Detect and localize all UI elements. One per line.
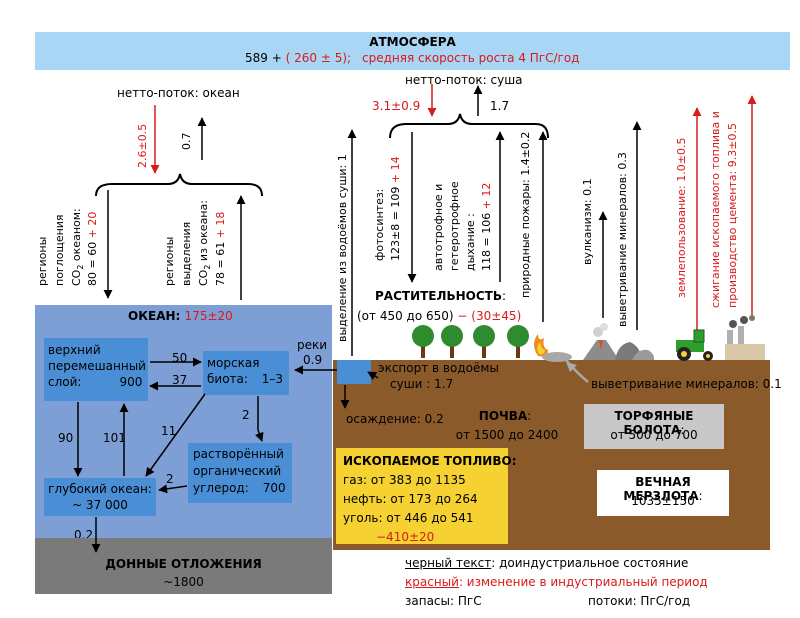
peat-title: ТОРФЯНЫЕ БОЛОТА: <box>614 409 694 437</box>
land-net-down: 3.1±0.9 <box>372 99 421 113</box>
tree-icon <box>412 325 434 358</box>
permafrost-box <box>597 470 729 516</box>
land-brace <box>389 113 549 139</box>
fossil-coal: уголь: от 446 до 541 <box>343 511 474 525</box>
flux-90: 90 <box>58 431 74 445</box>
export-label: экспорт в водоёмы суши : 1.7 <box>378 361 499 391</box>
flux-37: 37 <box>172 373 188 387</box>
tree-icon <box>441 325 463 358</box>
fossil-title: ИСКОПАЕМОЕ ТОПЛИВО: <box>343 454 517 468</box>
rivers-value: 0.9 <box>303 353 323 367</box>
atmosphere-stock: 589 + <box>245 51 282 65</box>
biota-to-doc <box>255 396 264 442</box>
vegetation-stock: (от 450 до 650) − (30±45) <box>357 309 522 323</box>
permafrost-title: ВЕЧНАЯ МЕРЗЛОТА: <box>623 475 703 503</box>
volcano-icon <box>583 323 619 360</box>
legend-stocks: запасы: ПгС <box>405 594 482 608</box>
sediment-title: ДОННЫЕ ОТЛОЖЕНИЯ <box>105 557 262 571</box>
fossil-box <box>336 448 508 544</box>
permafrost-stock: 1035±150 <box>631 494 695 508</box>
lake-icon <box>542 352 572 362</box>
export-arrow <box>367 371 379 381</box>
fire-icon <box>534 334 548 357</box>
biota-to-deep <box>145 393 206 477</box>
marine-biota-box <box>203 351 289 395</box>
freshwater-box <box>337 360 371 384</box>
doc-to-deep <box>158 484 188 494</box>
sediment-value: ~1800 <box>163 575 204 589</box>
tree-icon <box>507 325 529 358</box>
doc-box <box>188 443 292 503</box>
sediment-panel <box>35 538 332 594</box>
atmosphere-title: АТМОСФЕРА <box>369 35 456 49</box>
atmosphere-bar: АТМОСФЕРА 589 + ( 260 ± 5); средняя скор… <box>35 32 790 70</box>
burial-label: осаждение: 0.2 <box>346 412 444 426</box>
factory-icon <box>725 315 765 360</box>
ocean-title: ОКЕАН: 175±20 <box>128 309 233 323</box>
fossil-oil: нефть: от 173 до 264 <box>343 492 478 506</box>
legend-fluxes: потоки: ПгС/год <box>588 594 691 608</box>
peat-stock: от 500 до 700 <box>610 428 698 442</box>
flux-101: 101 <box>103 431 126 445</box>
flux-2a: 2 <box>242 408 250 422</box>
soil-title: ПОЧВА: <box>478 409 532 423</box>
upper-ocean-box <box>44 338 148 401</box>
fossil-gas: газ: от 383 до 1135 <box>343 473 466 487</box>
atmosphere-growth: средняя скорость роста 4 ПгС/год <box>362 51 580 65</box>
soil-weathering: выветривание минералов: 0.1 <box>591 377 782 391</box>
flux-2b: 2 <box>166 472 174 486</box>
fossil-change: −410±20 <box>376 530 435 544</box>
tractor-icon <box>676 329 713 361</box>
rocks-icon <box>615 342 655 360</box>
deep-ocean-box <box>44 478 156 516</box>
peat-box <box>584 404 724 449</box>
soil-stock: от 1500 до 2400 <box>455 428 559 442</box>
legend-red: красный: изменение в индустриальный пери… <box>405 575 708 589</box>
legend-black: черный текст: доиндустриальное состояние <box>405 556 689 570</box>
peat-pointer <box>565 359 589 383</box>
vegetation-title: РАСТИТЕЛЬНОСТЬ: <box>375 289 507 303</box>
land-net-up: 1.7 <box>490 99 510 113</box>
flux-11: 11 <box>161 424 177 438</box>
rivers-label: реки <box>297 338 328 352</box>
atmosphere-change: ( 260 ± 5); <box>285 51 352 65</box>
tree-icon <box>473 325 495 358</box>
ocean-net-label: нетто-поток: океан <box>117 86 240 100</box>
land-net-label: нетто-поток: суша <box>405 73 523 87</box>
ocean-brace <box>95 173 263 197</box>
